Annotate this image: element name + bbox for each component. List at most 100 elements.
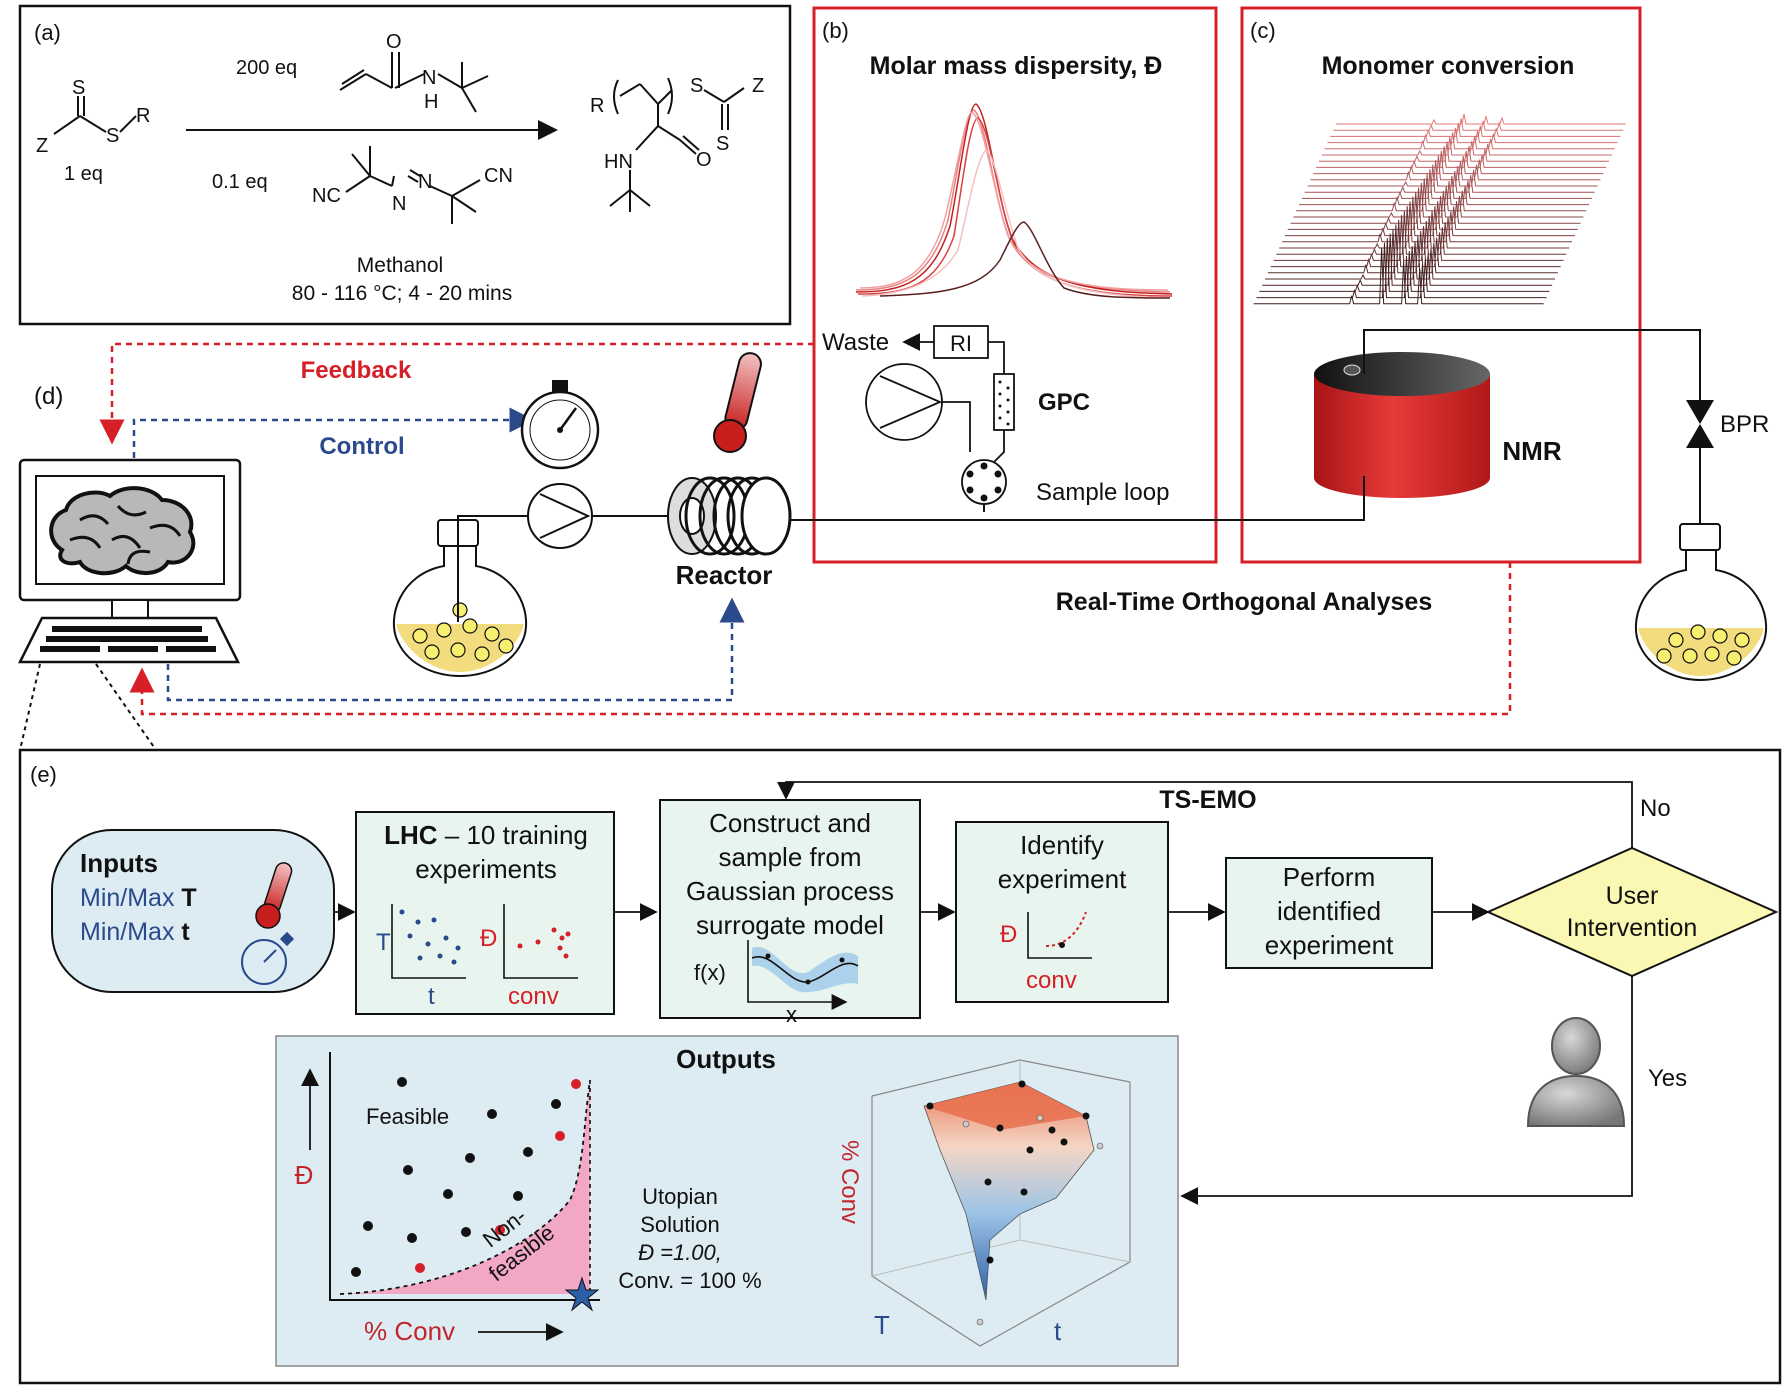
pareto-axis-D: Đ	[295, 1160, 314, 1190]
gpc-traces	[855, 103, 1173, 299]
panel-d-label: (d)	[34, 383, 63, 410]
lhc-axis-T: T	[376, 929, 391, 956]
pareto-plot	[329, 1052, 600, 1312]
inputs-thermometer-icon	[255, 862, 293, 929]
inputs-title: Inputs	[80, 848, 158, 878]
identify-pareto-front	[1045, 911, 1087, 947]
surface-axis-t: t	[1054, 1316, 1062, 1346]
initiator-equiv: 0.1 eq	[212, 171, 268, 193]
nmr-spectrum-trace	[1321, 136, 1612, 156]
gp-line4: surrogate model	[696, 910, 884, 940]
initiator-cn: CN	[484, 165, 513, 187]
nmr-spectrum-trace	[1256, 242, 1547, 299]
gpc-column-pack	[998, 380, 1010, 426]
panel-a: (a) S Z S R 1 eq 200 eq O N H 0.1 eq	[18, 4, 792, 326]
surface-axis-conv: % Conv	[836, 1140, 863, 1224]
ri-label: RI	[950, 331, 972, 356]
outputs-title: Outputs	[676, 1044, 776, 1074]
nmr-spectrum-trace	[1310, 155, 1601, 181]
panel-a-frame	[18, 4, 792, 326]
analyses-label: Real-Time Orthogonal Analyses	[1056, 588, 1433, 616]
lhc-title: LHC – 10 training	[384, 820, 588, 850]
perform-line1: Perform	[1283, 862, 1375, 892]
gp-line2: sample from	[718, 842, 861, 872]
gpc-pump	[865, 363, 943, 441]
solvent-label: Methanol	[357, 254, 443, 277]
surface-plot	[871, 1059, 1131, 1347]
nmr-spectrum-trace	[1313, 150, 1604, 175]
panel-c: (c) Monomer conversion NMR	[1240, 6, 1642, 564]
utopian-star-icon	[564, 1276, 600, 1312]
panel-c-label: (c)	[1250, 18, 1276, 43]
control-label: Control	[319, 433, 404, 460]
flow-tubing	[790, 476, 1365, 521]
ri-detector	[933, 325, 989, 359]
yes-arrow	[1180, 976, 1633, 1205]
gp-fx-label: f(x)	[694, 960, 726, 985]
polymer-o-atom: O	[696, 149, 712, 171]
lhc-scatter-D-conv	[517, 927, 571, 959]
feedback-line	[99, 342, 814, 445]
bpr-label: BPR	[1720, 411, 1769, 438]
feedback-label: Feedback	[301, 357, 412, 384]
waste-label: Waste	[822, 329, 889, 356]
collection-flask-icon	[1635, 523, 1767, 682]
tsemo-loop-arrow	[777, 781, 1633, 848]
brain-icon	[49, 486, 196, 576]
nmr-spectrum-trace	[1327, 127, 1618, 144]
inputs-box	[51, 829, 335, 993]
reagent-flask-icon	[393, 519, 527, 678]
thermometer-icon	[713, 352, 762, 453]
utopian-line1: Utopian	[642, 1184, 718, 1209]
cta-s2-atom: S	[106, 125, 119, 147]
monomer-n-atom: N	[422, 67, 436, 89]
utopian-line2: Solution	[640, 1212, 720, 1237]
nmr-spectra-stack	[1253, 113, 1626, 305]
identify-axis-D: Đ	[1000, 921, 1017, 948]
reactor-pump	[527, 483, 593, 549]
surface-axis-T: T	[874, 1310, 890, 1340]
panel-e: (e) Inputs Min/Max T Min/Max t LHC – 10 …	[18, 748, 1782, 1385]
lhc-box	[355, 811, 615, 1015]
panel-b-title: Molar mass dispersity, Đ	[870, 52, 1163, 80]
polymer-r-atom: R	[590, 95, 604, 117]
inputs-line1: Min/Max T	[80, 884, 197, 912]
identify-line2: experiment	[998, 864, 1127, 894]
lhc-scatter-T-t	[399, 909, 461, 965]
cta-s-atom: S	[72, 77, 85, 99]
user-line1: User	[1606, 882, 1659, 910]
nmr-spectrum-trace	[1259, 238, 1550, 292]
perform-line2: identified	[1277, 896, 1381, 926]
utopian-line3: Đ =1.00,	[638, 1240, 722, 1265]
nmr-spectrum-trace	[1336, 113, 1626, 125]
polymer-z-atom: Z	[752, 75, 764, 97]
cta-r-atom: R	[136, 105, 150, 127]
monomer-equiv: 200 eq	[236, 57, 297, 79]
panel-c-title: Monomer conversion	[1322, 52, 1575, 80]
control-line-reactor	[166, 597, 745, 702]
gpc-column	[993, 373, 1015, 431]
lhc-axis-D: Đ	[480, 925, 497, 952]
initiator-n1: N	[392, 193, 406, 215]
panel-d: (d) Feedback Control	[17, 329, 1769, 751]
nmr-magnet	[1314, 352, 1490, 498]
inputs-stopwatch-icon	[241, 931, 295, 985]
user-line2: Intervention	[1567, 914, 1698, 942]
identify-axis-conv: conv	[1026, 967, 1077, 994]
cta-structure	[53, 96, 137, 135]
feasible-label: Feasible	[366, 1104, 449, 1129]
nmr-spectrum-trace	[1316, 146, 1607, 168]
pareto-axis-conv: % Conv	[364, 1316, 455, 1346]
nmr-spectrum-trace	[1333, 118, 1624, 131]
reactor-label: Reactor	[676, 560, 773, 590]
reactor-coil	[667, 476, 792, 556]
initiator-nc: NC	[312, 185, 341, 207]
stopwatch-icon	[520, 380, 600, 470]
inputs-line2: Min/Max t	[80, 918, 190, 946]
perform-line3: experiment	[1265, 930, 1394, 960]
user-person-icon	[1526, 1017, 1626, 1127]
no-label: No	[1640, 795, 1671, 822]
initiator-n2: N	[418, 171, 432, 193]
